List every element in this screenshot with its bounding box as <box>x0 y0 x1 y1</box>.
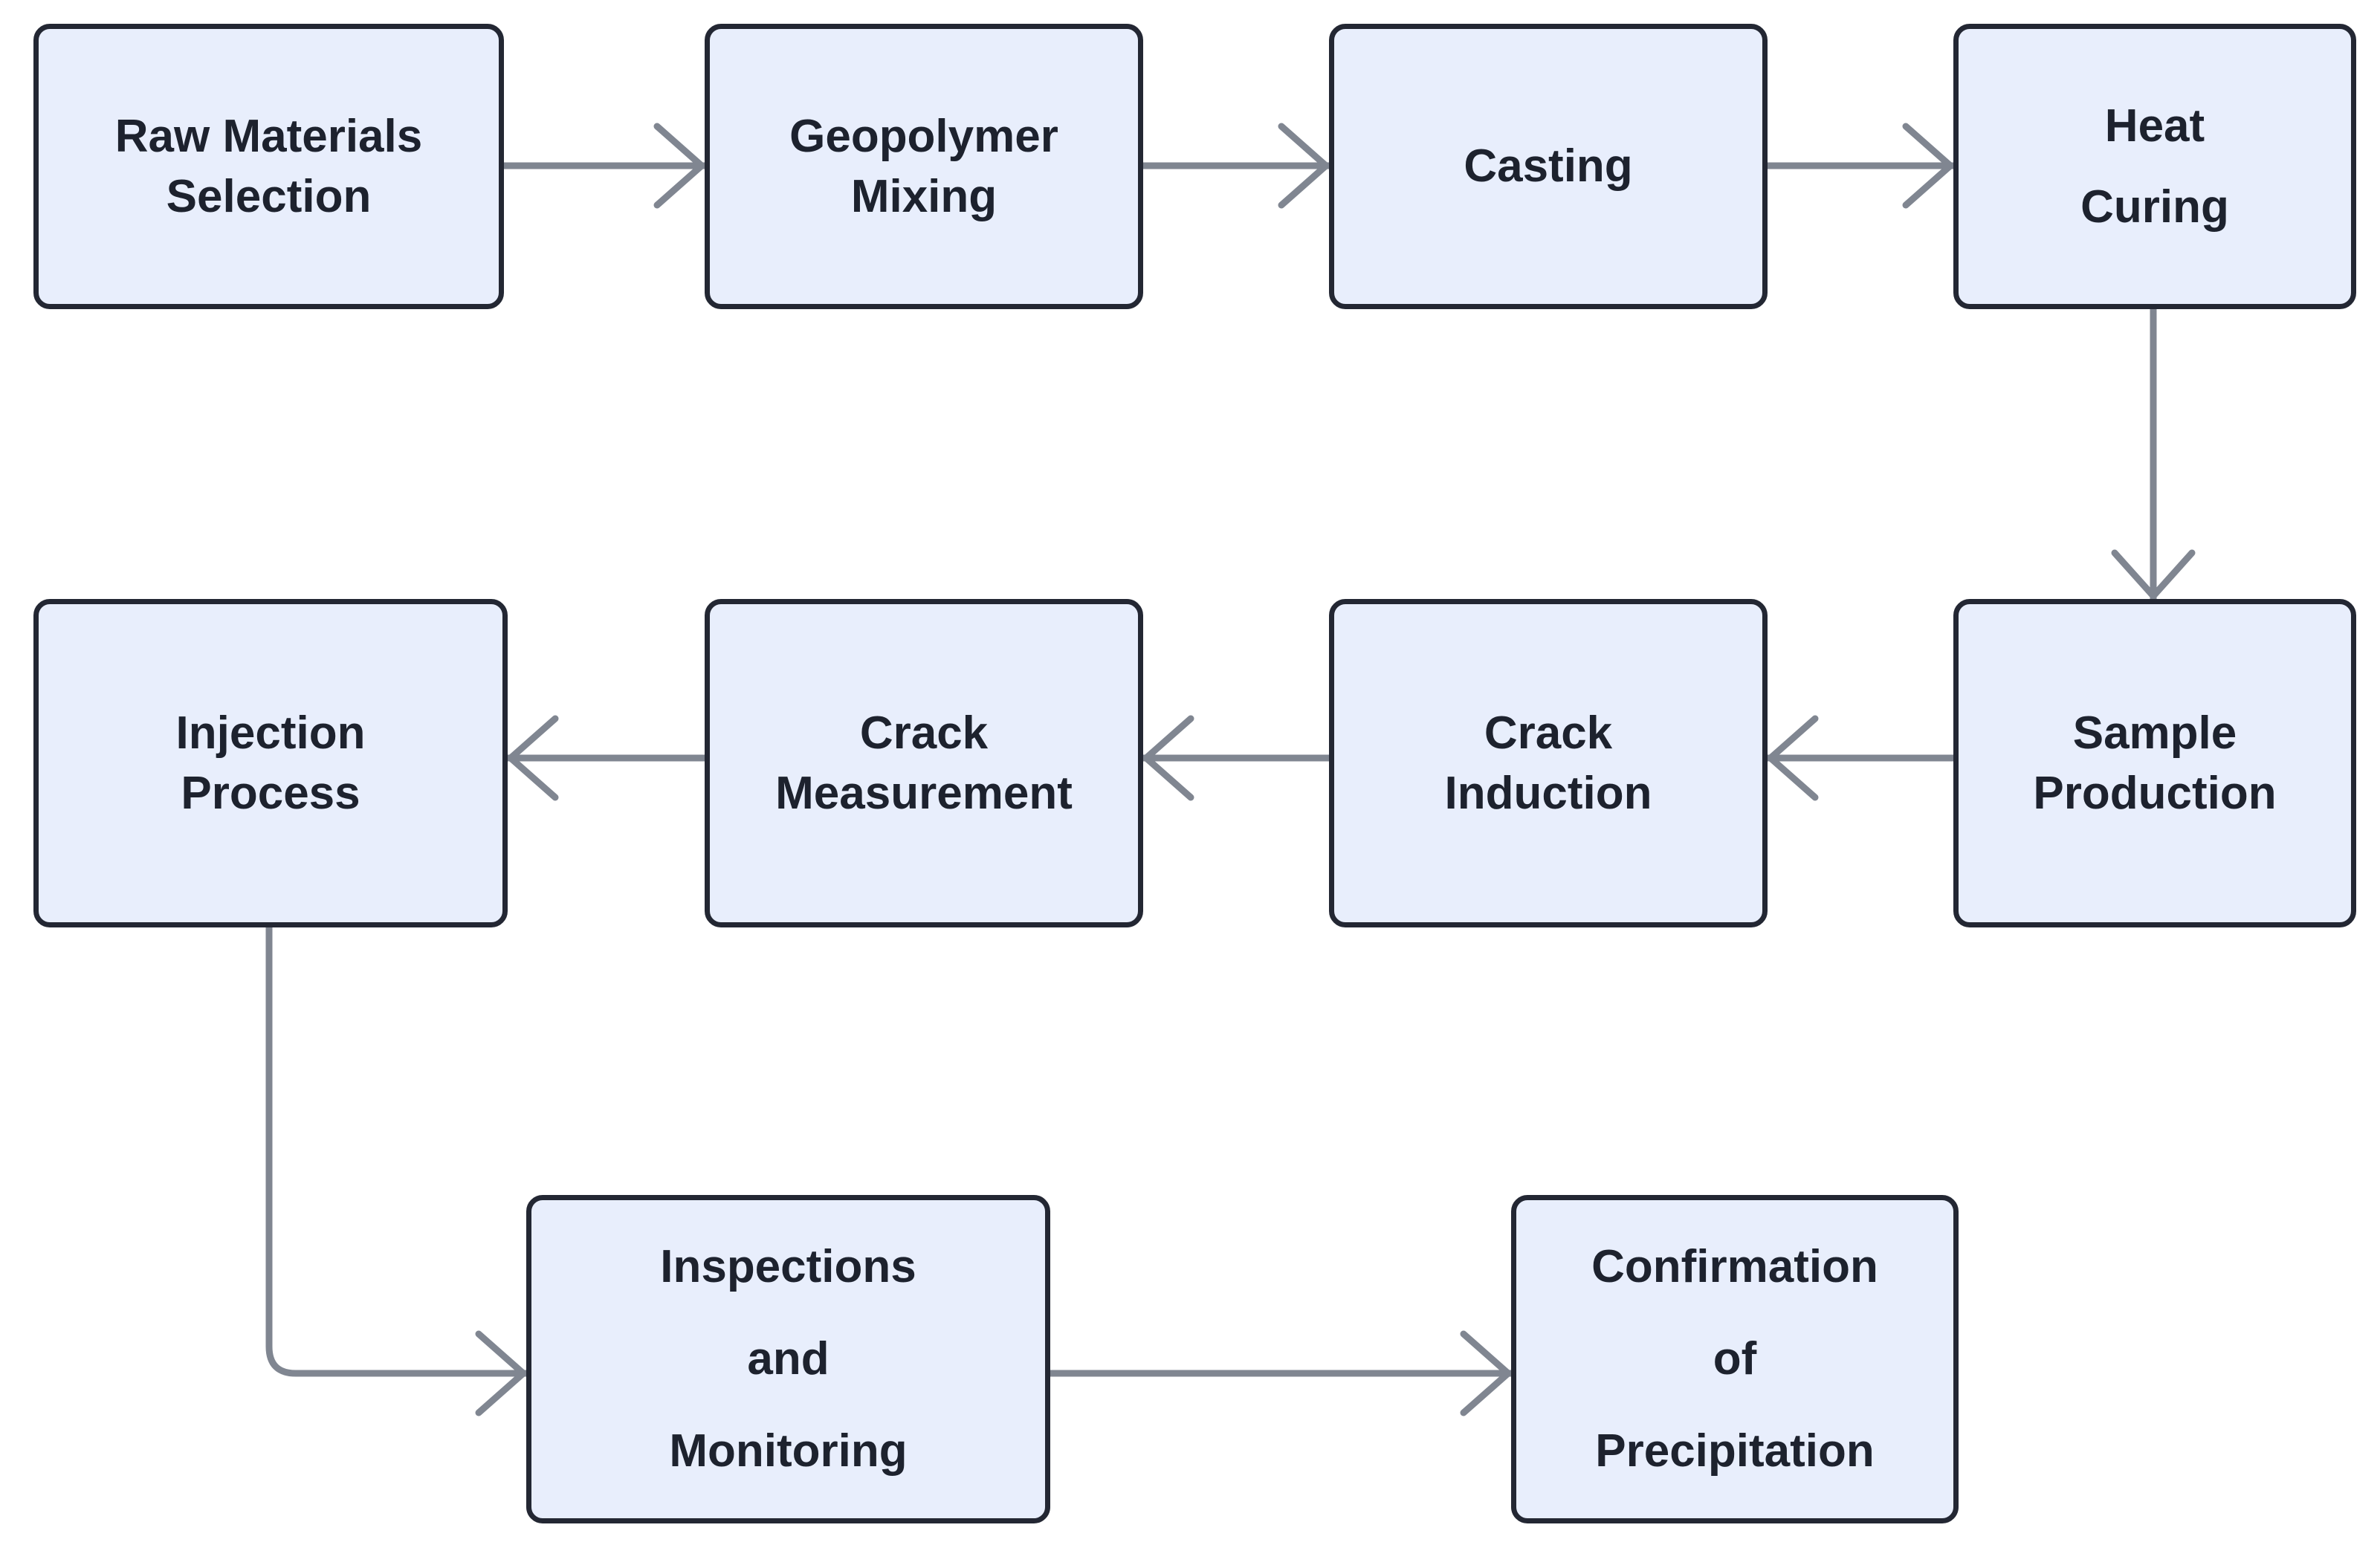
node-label-line: Crack <box>859 707 989 759</box>
node-label-line: Raw Materials <box>114 110 423 162</box>
node-confirmation-of-precipitation[interactable]: Confirmation of Precipitation <box>1511 1195 1959 1523</box>
node-label-line: of <box>1713 1333 1757 1384</box>
edge-casting-to-heat-curing <box>1764 123 1957 209</box>
edge-geopolymer-mixing-to-casting <box>1139 123 1333 209</box>
node-label-line: Sample <box>2072 707 2237 759</box>
edge-sample-production-to-crack-induction <box>1764 715 1957 801</box>
edge-crack-induction-to-crack-measurement <box>1139 715 1333 801</box>
node-inspections-and-monitoring[interactable]: Inspections and Monitoring <box>526 1195 1050 1523</box>
node-crack-measurement[interactable]: Crack Measurement <box>705 599 1143 927</box>
node-label-line: Heat <box>2104 100 2205 152</box>
edge-heat-curing-to-sample-production <box>2111 305 2196 603</box>
node-label-line: Geopolymer <box>789 110 1058 162</box>
edge-injection-process-to-inspections-and-monitoring <box>265 924 530 1416</box>
node-raw-materials-selection[interactable]: Raw Materials Selection <box>33 24 504 309</box>
node-crack-induction[interactable]: Crack Induction <box>1329 599 1768 927</box>
node-label-line: Process <box>181 768 360 819</box>
edge-inspections-and-monitoring-to-confirmation-of-precipitation <box>1047 1330 1515 1416</box>
node-injection-process[interactable]: Injection Process <box>33 599 508 927</box>
edge-crack-measurement-to-injection-process <box>504 715 708 801</box>
node-label-line: Inspections <box>660 1241 916 1292</box>
node-label-line: Induction <box>1444 768 1652 819</box>
node-label-line: Injection <box>175 707 366 759</box>
node-label-line: Measurement <box>775 768 1073 819</box>
node-label-line: Casting <box>1464 140 1633 192</box>
node-label-line: Mixing <box>850 171 997 222</box>
node-label-line: Confirmation <box>1591 1241 1878 1292</box>
node-casting[interactable]: Casting <box>1329 24 1768 309</box>
node-heat-curing[interactable]: Heat Curing <box>1953 24 2356 309</box>
node-label-line: Selection <box>166 171 372 222</box>
node-sample-production[interactable]: Sample Production <box>1953 599 2356 927</box>
edge-raw-materials-to-geopolymer-mixing <box>500 123 708 209</box>
node-label-line: Precipitation <box>1595 1425 1875 1477</box>
node-label-line: and <box>747 1333 830 1384</box>
node-label-line: Crack <box>1484 707 1613 759</box>
node-label-line: Curing <box>2080 181 2229 233</box>
node-geopolymer-mixing[interactable]: Geopolymer Mixing <box>705 24 1143 309</box>
node-label-line: Production <box>2033 768 2277 819</box>
node-label-line: Monitoring <box>669 1425 908 1477</box>
